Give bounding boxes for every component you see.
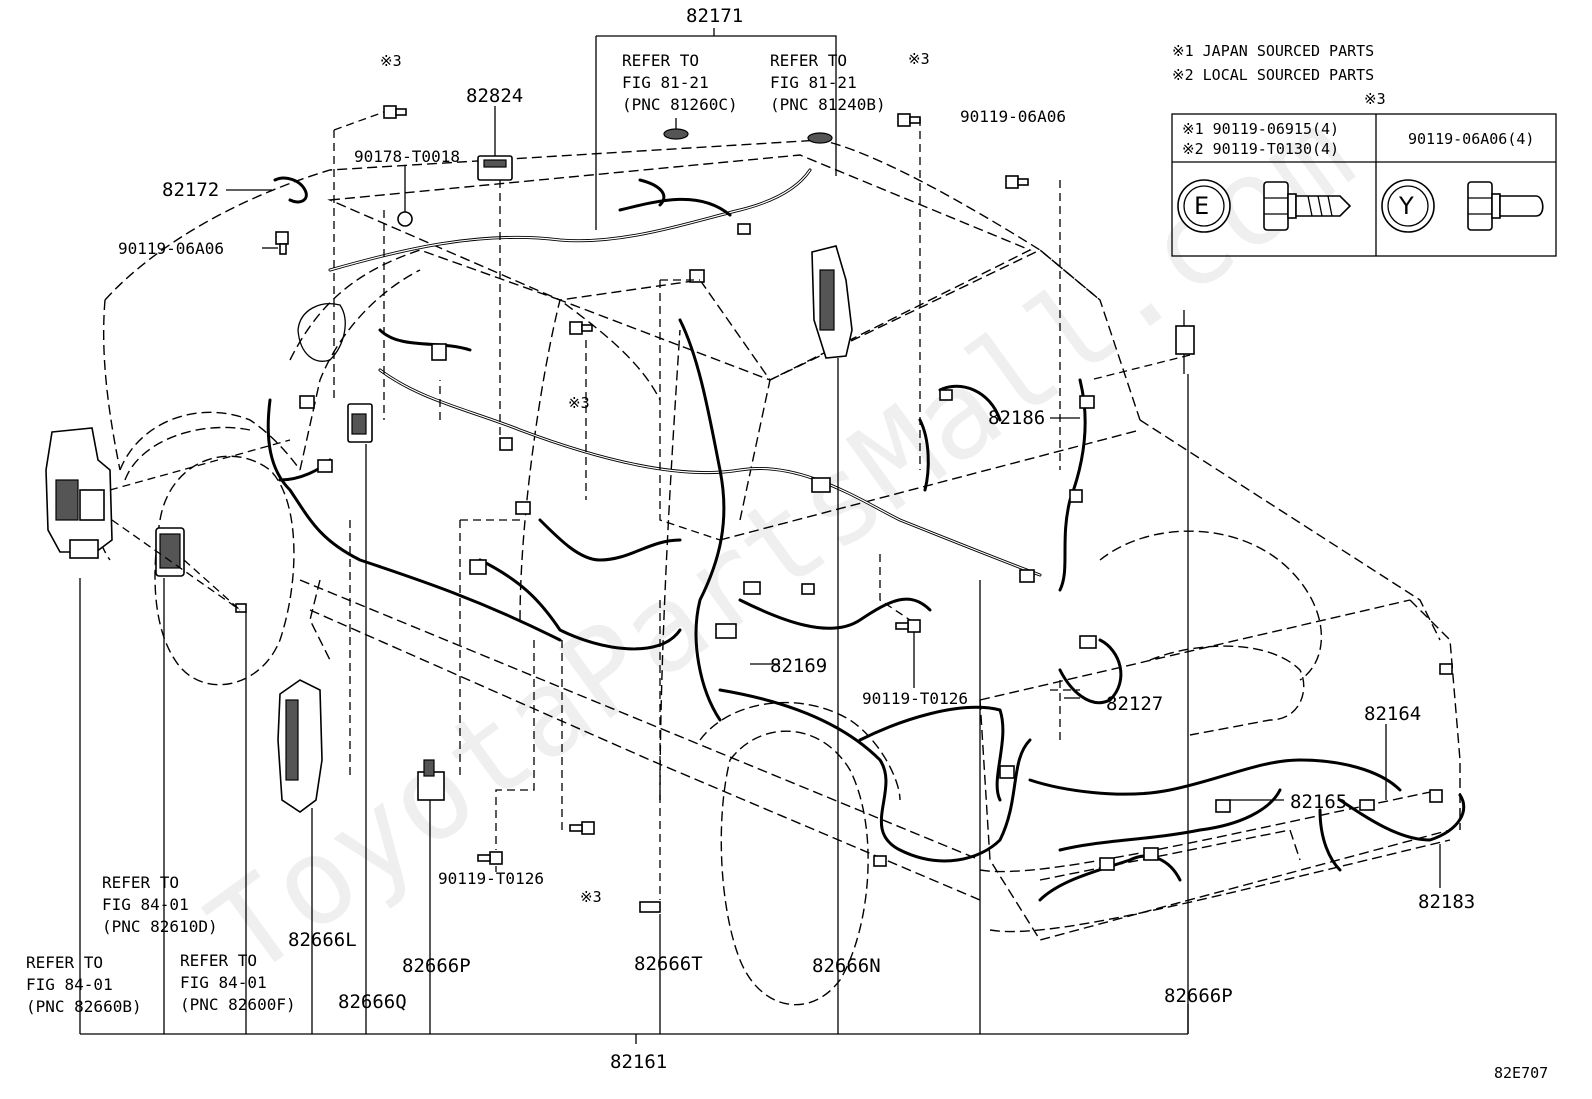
label-90119-06A06-right: 90119-06A06 xyxy=(960,107,1066,126)
label-82161: 82161 xyxy=(610,1051,667,1073)
harness-wires xyxy=(266,168,1466,902)
legend-bolt-common: 90119-06A06(4) xyxy=(1408,130,1534,148)
bolt-head-e-letter: E xyxy=(1194,192,1209,220)
label-ref5-line1: REFER TO xyxy=(180,951,257,970)
label-82666L: 82666L xyxy=(288,929,357,951)
bolt-icon xyxy=(897,113,921,127)
label-ref1-line1: REFER TO xyxy=(622,51,699,70)
legend-bolt-japan: ※1 90119-06915(4) xyxy=(1182,120,1339,138)
label-ref4-line3: (PNC 82660B) xyxy=(26,997,142,1016)
bolt-head-y-icon: Y xyxy=(1381,179,1435,233)
bolt-side-y-icon xyxy=(1467,181,1544,231)
bolt-icon xyxy=(1005,175,1029,189)
relay-block-82610D xyxy=(155,527,185,577)
bolt-icon xyxy=(569,821,595,835)
label-82666N: 82666N xyxy=(812,955,881,977)
label-ref3-line1: REFER TO xyxy=(102,873,179,892)
legend-table xyxy=(1171,113,1557,257)
label-90119-T0126-left: 90119-T0126 xyxy=(438,869,544,888)
vehicle-body-outline xyxy=(92,139,1461,1006)
legend-table-mark: ※3 xyxy=(1364,90,1386,108)
label-82666P-right: 82666P xyxy=(1164,985,1233,1007)
legend-note-local: ※2 LOCAL SOURCED PARTS xyxy=(1172,66,1374,84)
label-ref3-line2: FIG 84-01 xyxy=(102,895,189,914)
label-mark3-top-left: ※3 xyxy=(380,52,402,70)
label-82127: 82127 xyxy=(1106,693,1163,715)
clip-82666T xyxy=(639,901,661,913)
label-82186: 82186 xyxy=(988,407,1045,429)
label-ref2-line3: (PNC 81240B) xyxy=(770,95,886,114)
label-ref4-line2: FIG 84-01 xyxy=(26,975,113,994)
label-82165: 82165 xyxy=(1290,791,1347,813)
bolt-side-e-icon xyxy=(1263,181,1352,231)
label-82169: 82169 xyxy=(770,655,827,677)
label-mark3-top-right: ※3 xyxy=(908,50,930,68)
parts xyxy=(45,105,1453,913)
legend-bolt-local: ※2 90119-T0130(4) xyxy=(1182,140,1339,158)
label-ref2-line2: FIG 81-21 xyxy=(770,73,857,92)
label-90119-06A06-left: 90119-06A06 xyxy=(118,239,224,258)
label-90178-T0018: 90178-T0018 xyxy=(354,147,460,166)
label-82164: 82164 xyxy=(1364,703,1421,725)
bolt-icon xyxy=(383,105,407,119)
label-ref4-line1: REFER TO xyxy=(26,953,103,972)
label-82666T: 82666T xyxy=(634,953,703,975)
label-82666P-left: 82666P xyxy=(402,955,471,977)
label-90119-T0126-right: 90119-T0126 xyxy=(862,689,968,708)
part-82600F xyxy=(235,603,247,613)
label-mark3-mid: ※3 xyxy=(568,394,590,412)
label-ref1-line2: FIG 81-21 xyxy=(622,73,709,92)
bolt-icon xyxy=(477,851,503,865)
bracket-82666N xyxy=(811,245,853,359)
grommet-81240B xyxy=(807,132,833,144)
figure-code: 82E707 xyxy=(1494,1064,1548,1082)
label-ref1-line3: (PNC 81260C) xyxy=(622,95,738,114)
label-82666Q: 82666Q xyxy=(338,991,407,1013)
part-labels: 82171 REFER TO FIG 81-21 (PNC 81260C) RE… xyxy=(26,5,1548,1082)
leader-lines xyxy=(79,28,1441,1044)
label-ref2-line1: REFER TO xyxy=(770,51,847,70)
label-82171: 82171 xyxy=(686,5,743,27)
bolt-head-y-letter: Y xyxy=(1398,192,1414,220)
bracket-82666Q xyxy=(347,403,373,443)
bracket-82666L xyxy=(277,679,323,813)
clamp-82666P-right xyxy=(1175,310,1195,374)
clamp-82666P-left xyxy=(417,759,445,801)
label-82824: 82824 xyxy=(466,85,523,107)
label-ref5-line3: (PNC 82600F) xyxy=(180,995,296,1014)
bolt-head-e-icon: E xyxy=(1177,179,1231,233)
label-ref3-line3: (PNC 82610D) xyxy=(102,917,218,936)
label-mark3-bottom: ※3 xyxy=(580,888,602,906)
legend-note-japan: ※1 JAPAN SOURCED PARTS xyxy=(1172,42,1374,60)
label-82172: 82172 xyxy=(162,179,219,201)
label-82183: 82183 xyxy=(1418,891,1475,913)
grommet-81260C xyxy=(663,128,689,140)
junction-block-82660B xyxy=(45,427,113,559)
bolt-icon xyxy=(275,231,289,255)
clip-90178-T0018 xyxy=(397,211,413,227)
bolt-icon xyxy=(569,321,593,335)
legend: ※1 JAPAN SOURCED PARTS ※2 LOCAL SOURCED … xyxy=(1171,42,1557,257)
label-ref5-line2: FIG 84-01 xyxy=(180,973,267,992)
bolt-icon xyxy=(895,619,921,633)
